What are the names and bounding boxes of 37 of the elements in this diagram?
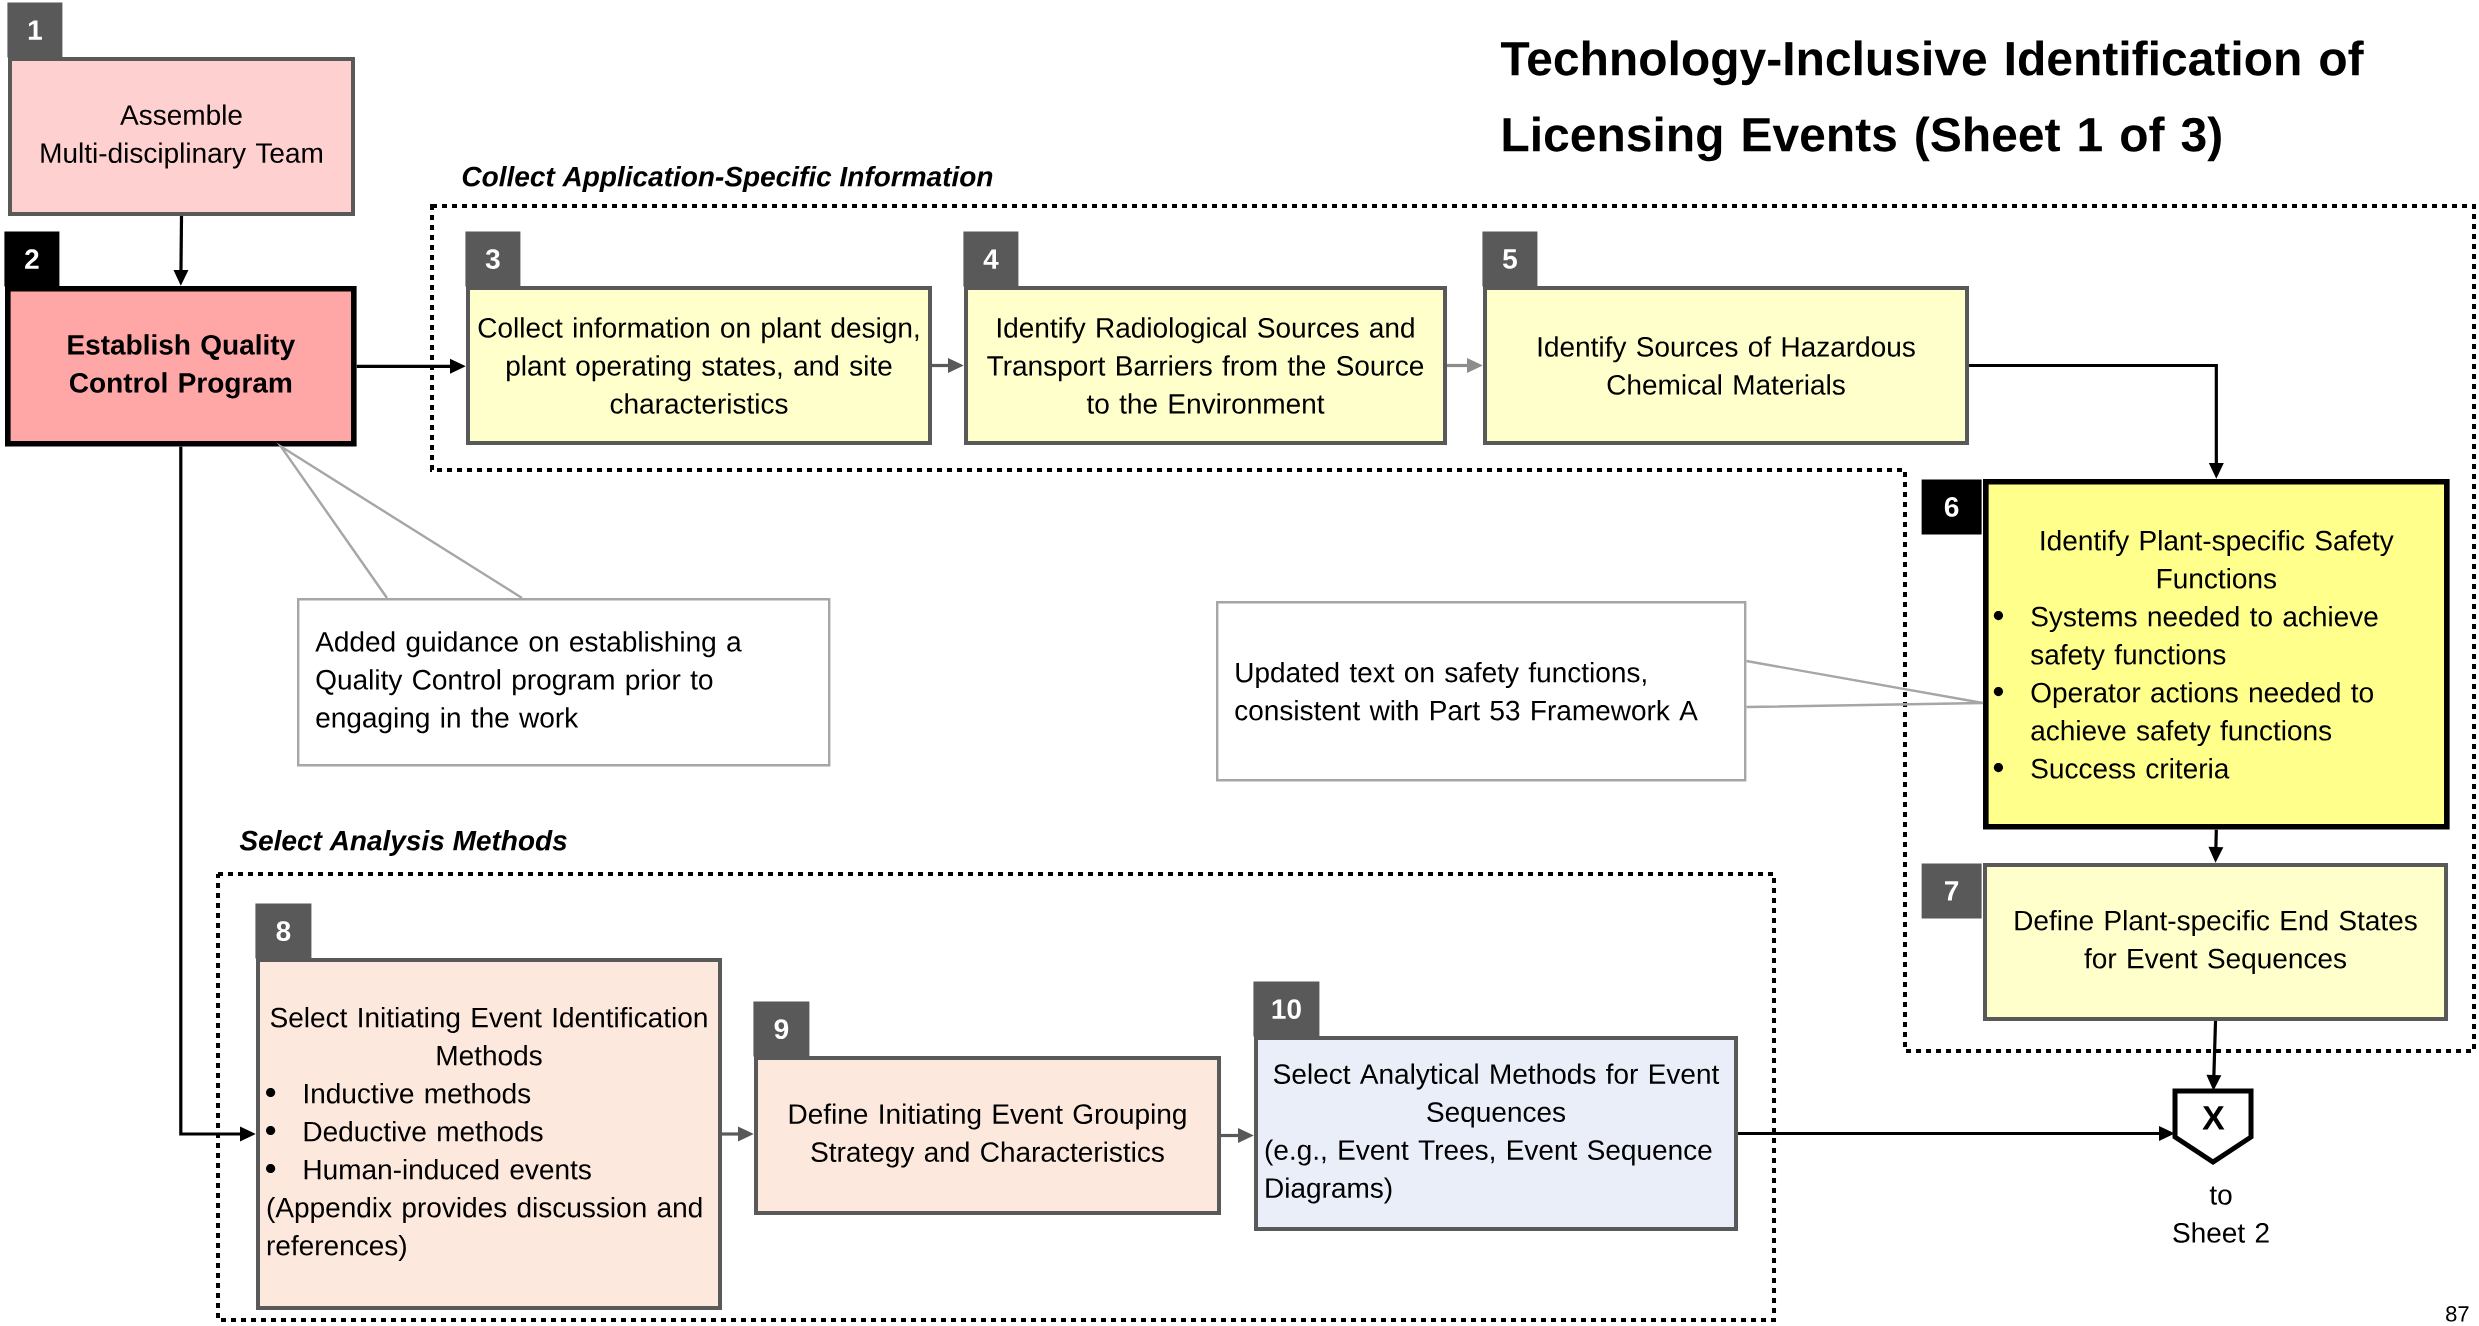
connector-caption: to Sheet 2: [2173, 1186, 2269, 1243]
node-label: Operator actions needed to achieve safety functions: [2031, 682, 2373, 747]
node-label: Human-induced events: [304, 1158, 591, 1180]
node-label: Success criteria: [2031, 758, 2230, 779]
node-label: (Appendix provides discussion and references): [267, 1196, 702, 1262]
node-label: Systems needed to achieve safety functions: [2031, 606, 2378, 671]
step-number-badge: 5: [1482, 231, 1538, 287]
node-label: Identify Plant-specific Safety Functions: [2041, 530, 2394, 589]
page-number: 87: [2446, 1306, 2469, 1322]
step-number-badge: 6: [1921, 479, 1982, 535]
node-label: Inductive methods: [304, 1082, 531, 1104]
process-box: Establish Quality Control Program: [5, 286, 357, 447]
step-number-badge: 2: [4, 231, 60, 287]
node-label: Deductive methods: [304, 1120, 543, 1142]
process-box: Identify Plant-specific Safety Functions Systems needed to achieve safety functions Operator actions needed to achieve safety functions Success criteria: [1983, 479, 2450, 830]
callout-box: Updated text on safety functions, consistent with Part 53 Framework A: [1216, 601, 1747, 782]
step-number-badge: 10: [1253, 981, 1320, 1037]
node-label: Collect Application-Specific Information: [462, 165, 993, 193]
title: Technology-Inclusive Identification of Licensing Events (Sheet 1 of 3): [1500, 40, 2364, 162]
process-box: Define Initiating Event Grouping Strategy and Characteristics: [754, 1056, 1221, 1215]
process-box: Select Analytical Methods for Event Sequences (e.g., Event Trees, Event Sequence Diagrams): [1254, 1036, 1738, 1231]
step-number-badge: 7: [1921, 863, 1982, 919]
callout-box: Added guidance on establishing a Quality Control program prior to engaging in the work: [297, 598, 831, 767]
process-box: Collect information on plant design, plant operating states, and site characteristics: [466, 286, 932, 445]
process-box: Assemble Multi-disciplinary Team: [8, 57, 355, 216]
process-box: Identify Radiological Sources and Transport Barriers from the Source to the Environment: [964, 286, 1447, 445]
step-number-badge: 3: [465, 231, 521, 287]
node-label: Select Analysis Methods: [239, 829, 567, 857]
step-number-badge: 8: [255, 903, 312, 959]
process-box: Identify Sources of Hazardous Chemical Materials: [1483, 286, 1969, 445]
node-label: Select Initiating Event Identification Methods: [270, 1006, 707, 1066]
process-box: Define Plant-specific End States for Event Sequences: [1983, 863, 2448, 1021]
step-number-badge: 4: [963, 231, 1019, 287]
off-page-connector: X: [2172, 1088, 2254, 1165]
step-number-badge: 9: [753, 1001, 810, 1057]
step-number-badge: 1: [7, 2, 63, 58]
process-box: Select Initiating Event Identification Methods Inductive methods Deductive methods Human-induced events (Appendix provides discussion and references): [256, 958, 722, 1310]
